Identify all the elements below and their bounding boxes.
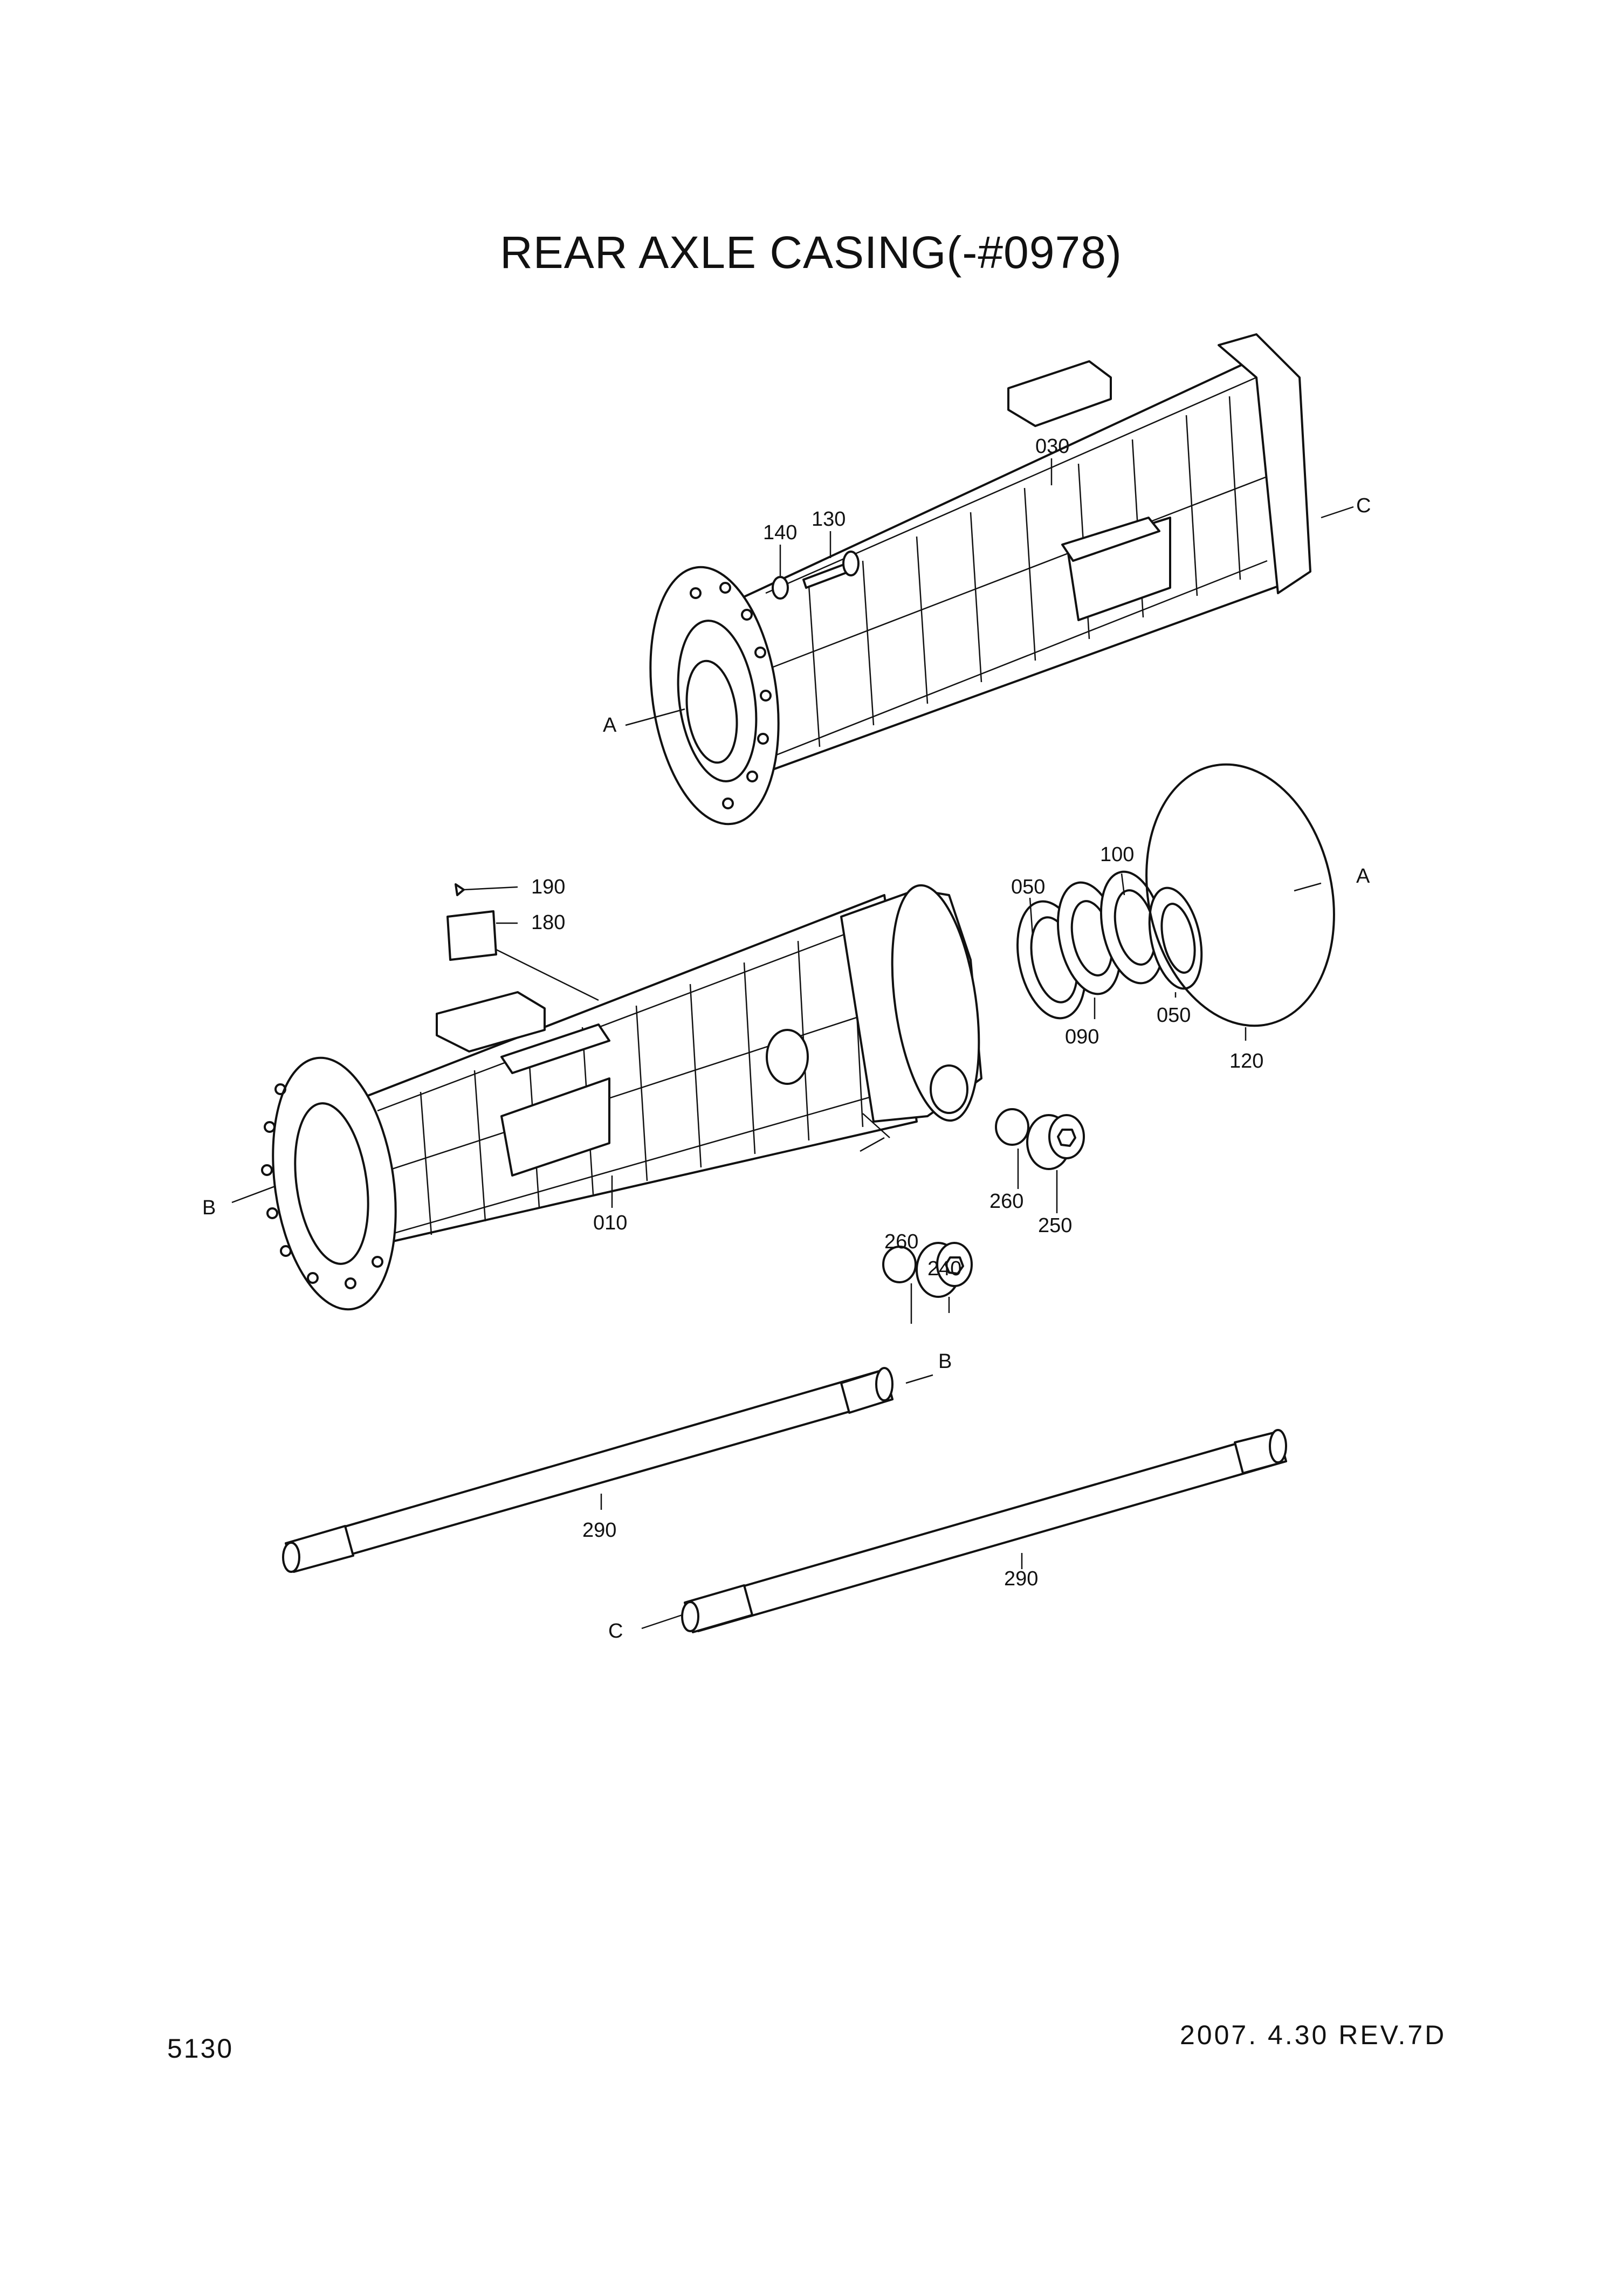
callout-130: 130 bbox=[812, 508, 846, 531]
callout-260-upper: 260 bbox=[989, 1190, 1023, 1213]
callout-190: 190 bbox=[531, 876, 565, 898]
plug-250 bbox=[1026, 1114, 1085, 1170]
callout-180: 180 bbox=[531, 911, 565, 934]
callout-b-mid: B bbox=[202, 1197, 216, 1219]
callout-250: 250 bbox=[1038, 1214, 1072, 1237]
lower-side-port bbox=[930, 1064, 968, 1114]
callout-b-shaft: B bbox=[938, 1350, 952, 1373]
callout-a-mid: A bbox=[1356, 865, 1370, 888]
lower-drain-port bbox=[766, 1029, 809, 1085]
callout-c-shaft: C bbox=[608, 1620, 623, 1642]
plug-240 bbox=[916, 1242, 973, 1298]
cover-plate-180 bbox=[446, 910, 497, 961]
callout-290-lower: 290 bbox=[1004, 1568, 1038, 1590]
seal-ring-260-lower bbox=[882, 1246, 917, 1283]
upper-axle-casing bbox=[649, 333, 1311, 826]
callout-260-lower: 260 bbox=[884, 1231, 918, 1253]
lower-mounting-bracket bbox=[436, 991, 546, 1053]
callout-050-left: 050 bbox=[1011, 876, 1045, 898]
callout-090: 090 bbox=[1065, 1026, 1099, 1048]
callout-c-upper: C bbox=[1356, 494, 1371, 517]
shaft-290-upper bbox=[282, 1367, 894, 1573]
bolt-130 bbox=[802, 551, 860, 589]
callout-120: 120 bbox=[1229, 1050, 1263, 1073]
breather-190 bbox=[455, 883, 465, 896]
lower-axle-casing-010 bbox=[261, 884, 982, 1311]
callout-030: 030 bbox=[1035, 435, 1069, 458]
callout-240: 240 bbox=[927, 1257, 961, 1280]
callout-labels: 030 140 130 C A 190 180 050 100 A 090 05… bbox=[202, 435, 1371, 1642]
upper-mounting-bracket bbox=[1007, 360, 1112, 427]
upper-flange-bolt-holes bbox=[690, 582, 772, 809]
revision-date: 2007. 4.30 REV.7D bbox=[1180, 2020, 1447, 2050]
callout-100: 100 bbox=[1100, 843, 1134, 866]
o-ring-120 bbox=[1145, 763, 1335, 1027]
drawing-title: REAR AXLE CASING(-#0978) bbox=[500, 227, 1122, 278]
callout-050-right: 050 bbox=[1157, 1004, 1191, 1027]
page-number: 5130 bbox=[167, 2033, 234, 2064]
shaft-290-lower bbox=[681, 1429, 1287, 1633]
callout-010: 010 bbox=[593, 1212, 627, 1234]
leader-lines bbox=[231, 458, 1354, 1630]
callout-290-upper: 290 bbox=[582, 1519, 616, 1542]
washer-140 bbox=[772, 576, 789, 600]
callout-140: 140 bbox=[763, 521, 797, 544]
seal-ring-260-upper bbox=[995, 1108, 1029, 1146]
callout-a-upper: A bbox=[603, 714, 617, 737]
lower-flange-bolt-holes bbox=[261, 1083, 383, 1289]
